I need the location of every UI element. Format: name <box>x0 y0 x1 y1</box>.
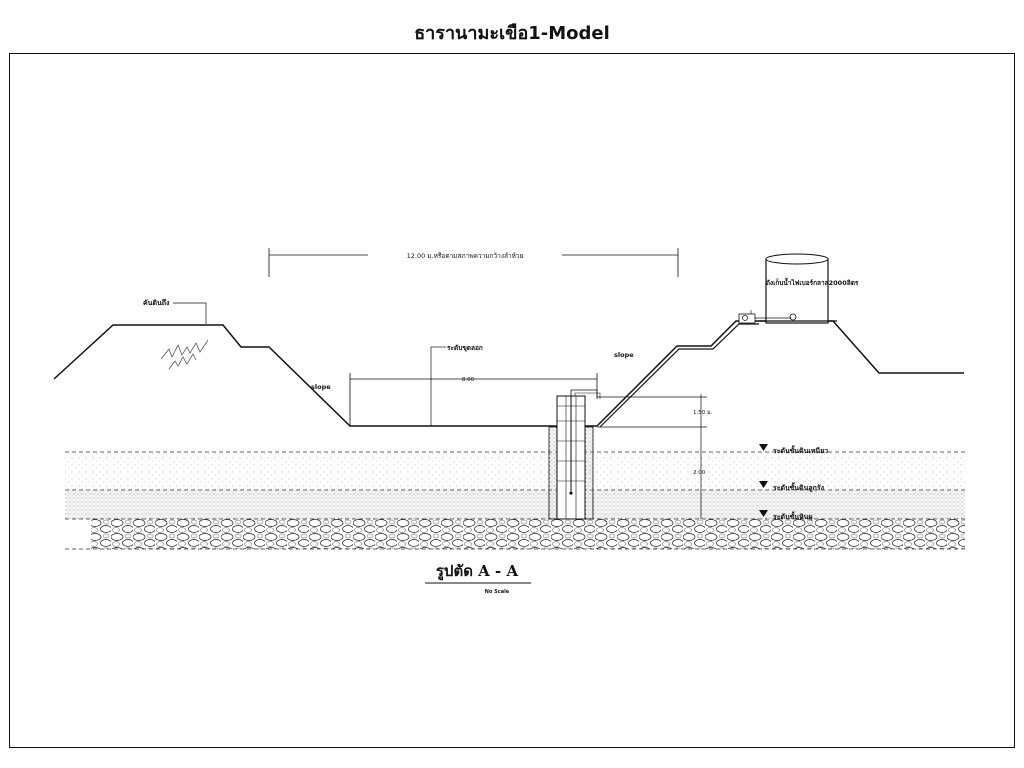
bank-callout: คันดินถึง <box>143 298 207 324</box>
laterite-layer <box>65 490 965 519</box>
bottom-width-label: 8.00 <box>462 377 475 383</box>
bank-label: คันดินถึง <box>143 298 170 307</box>
depth-lower-label: 2.00 <box>693 470 706 476</box>
ground-profile-left <box>53 324 597 427</box>
layer-label-laterite: ระดับชั้นดินลูกรัง <box>773 481 825 493</box>
ground-profile-right <box>596 320 964 427</box>
dredge-level-callout: ระดับขุดลอก <box>430 344 483 426</box>
section-title-block: รูปตัด A - A No Scale <box>425 562 531 595</box>
top-width-dimension: 12.00 ม.หรือตามสภาพความกว้างลำห้วย <box>268 248 679 277</box>
grass-symbol <box>160 339 209 370</box>
soil-layers <box>65 451 965 550</box>
drawing-frame: 12.00 ม.หรือตามสภาพความกว้างลำห้วย คันดิ… <box>9 53 1015 748</box>
section-subtitle: No Scale <box>485 589 510 595</box>
tank-label: ถังเก็บน้ำไฟเบอร์กลาส2000ลิตร <box>766 277 859 287</box>
layer-label-clay: ระดับชั้นดินเหนียว <box>773 444 828 455</box>
clay-layer <box>65 452 965 490</box>
dredge-level-label: ระดับขุดลอก <box>447 344 483 352</box>
section-drawing: 12.00 ม.หรือตามสภาพความกว้างลำห้วย คันดิ… <box>53 248 965 595</box>
well-structure <box>548 389 601 520</box>
page-title: ธารานามะเขือ1-Model <box>414 23 610 44</box>
pump-symbol <box>738 310 791 324</box>
bottom-width-dimension: 8.00 <box>349 373 598 426</box>
slope-label-right: slope <box>614 351 634 359</box>
pipe-line <box>599 323 759 428</box>
water-tank: ถังเก็บน้ำไฟเบอร์กลาส2000ลิตร <box>759 253 859 324</box>
top-width-label: 12.00 ม.หรือตามสภาพความกว้างลำห้วย <box>407 252 524 260</box>
section-title: รูปตัด A - A <box>436 562 519 581</box>
depth-upper-label: 1.50 ม. <box>693 410 713 416</box>
rock-layer <box>91 519 965 549</box>
slope-label-left: slope <box>311 383 331 391</box>
layer-legend: ระดับชั้นดินเหนียว ระดับชั้นดินลูกรัง ระ… <box>759 444 828 521</box>
layer-label-rock: ระดับชั้นหินผุ <box>773 510 813 521</box>
depth-dimension: 1.50 ม. 2.00 <box>597 394 713 519</box>
